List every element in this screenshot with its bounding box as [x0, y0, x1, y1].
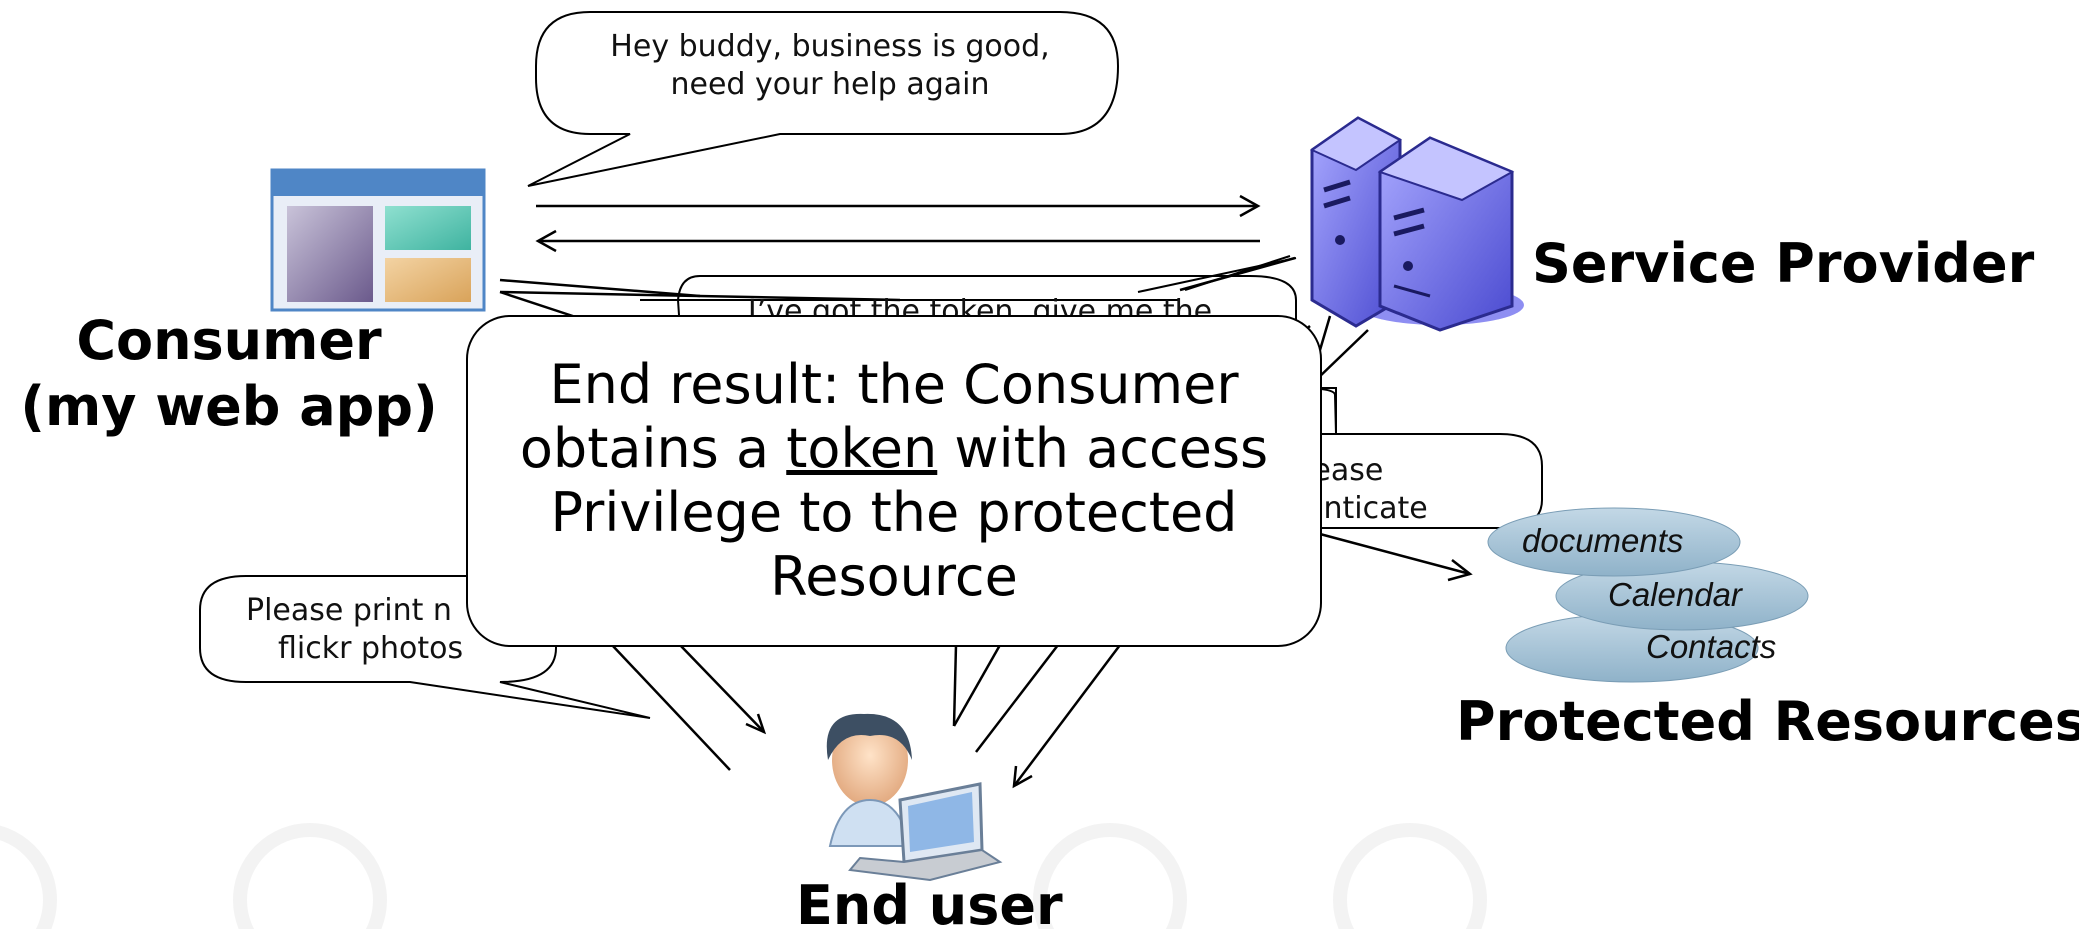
callout-line-2-before: obtains a: [519, 417, 787, 480]
resource-ellipse-contacts: [1487, 507, 1741, 577]
callout-line-4: Resource: [770, 545, 1018, 608]
request-arrow: [536, 194, 1261, 218]
user-laptop-icon: [826, 713, 1003, 882]
callout-line-2: obtains a token with access: [520, 417, 1268, 481]
resource-access-arrow: [1319, 532, 1473, 582]
end-user-label: End user: [796, 874, 1063, 937]
response-arrow: [535, 229, 1260, 253]
user-flow-lines: [611, 644, 1121, 789]
speech-bubble-consumer: [527, 11, 1120, 187]
user-request-line-1: Please print n: [246, 593, 452, 628]
callout-token-word: token: [786, 417, 938, 480]
consumer-label: Consumer (my web app): [0, 308, 458, 440]
summary-callout: End result: the Consumer obtains a token…: [466, 315, 1322, 647]
browser-window-icon: [270, 168, 486, 312]
user-request-text: Please print n flickr photos: [246, 592, 506, 668]
background-watermark: [0, 823, 1487, 929]
server-icon: [1309, 116, 1524, 332]
callout-line-3: Privilege to the protected: [550, 481, 1238, 544]
consumer-request-line-2: need your help again: [670, 67, 990, 102]
resource-ellipses: [1487, 507, 1809, 683]
consumer-title: Consumer: [76, 309, 382, 372]
consumer-request-line-1: Hey buddy, business is good,: [610, 29, 1050, 64]
resource-calendar: Calendar: [1608, 576, 1742, 613]
callout-line-1: End result: the Consumer: [549, 353, 1239, 416]
protected-resources-label: Protected Resources: [1456, 690, 2079, 753]
callout-text: End result: the Consumer obtains a token…: [520, 353, 1268, 609]
resource-contacts: Contacts: [1646, 628, 1777, 665]
callout-line-2-after: with access: [937, 417, 1269, 480]
consumer-subtitle: (my web app): [20, 375, 438, 438]
service-provider-label: Service Provider: [1532, 232, 2035, 295]
resource-documents: documents: [1522, 522, 1684, 559]
consumer-request-text: Hey buddy, business is good, need your h…: [580, 28, 1080, 104]
user-request-line-2: flickr photos: [278, 631, 464, 666]
